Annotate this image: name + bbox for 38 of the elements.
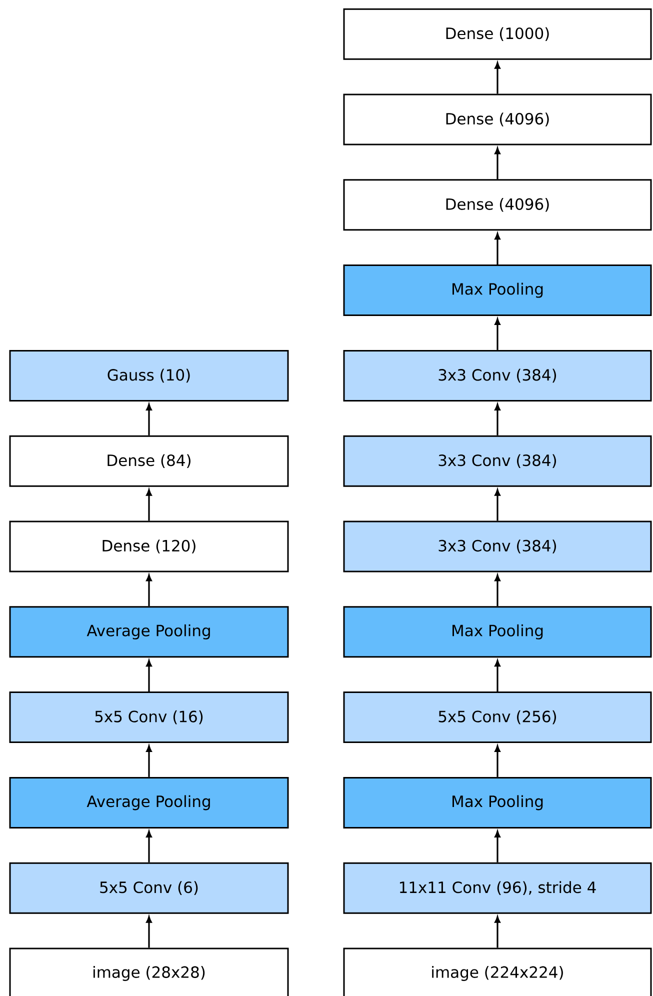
arrow	[146, 916, 152, 948]
pooling-box: Max Pooling	[343, 606, 652, 658]
layer-box: 3x3 Conv (384)	[343, 435, 652, 487]
layer-box: Dense (4096)	[343, 179, 652, 231]
arrow	[146, 660, 152, 692]
arrow	[146, 404, 152, 436]
pooling-box: Average Pooling	[9, 776, 289, 828]
layer-box: 5x5 Conv (6)	[9, 862, 289, 914]
layer-box: Dense (120)	[9, 520, 289, 572]
layer-box: 3x3 Conv (384)	[343, 520, 652, 572]
arrow	[494, 830, 500, 862]
pooling-box: Average Pooling	[9, 606, 289, 658]
layer-box: Dense (84)	[9, 435, 289, 487]
arrow	[494, 404, 500, 436]
arrow	[494, 62, 500, 94]
layer-box: Gauss (10)	[9, 350, 289, 402]
arrow	[494, 745, 500, 777]
arrow	[494, 233, 500, 265]
arrow	[146, 574, 152, 606]
arrow	[494, 489, 500, 521]
arrow	[494, 916, 500, 948]
pooling-box: Max Pooling	[343, 264, 652, 316]
layer-box: Dense (4096)	[343, 94, 652, 146]
layer-box: 5x5 Conv (16)	[9, 692, 289, 744]
layer-box: 5x5 Conv (256)	[343, 692, 652, 744]
arrow	[494, 574, 500, 606]
arrow	[494, 148, 500, 180]
arrow	[494, 318, 500, 350]
arrow	[146, 489, 152, 521]
layer-box: image (28x28)	[9, 948, 289, 996]
layer-box: Dense (1000)	[343, 8, 652, 60]
arrow	[146, 745, 152, 777]
arrow	[494, 660, 500, 692]
layer-box: image (224x224)	[343, 948, 652, 996]
pooling-box: Max Pooling	[343, 776, 652, 828]
layer-box: 3x3 Conv (384)	[343, 350, 652, 402]
arrow	[146, 830, 152, 862]
layer-box: 11x11 Conv (96), stride 4	[343, 862, 652, 914]
